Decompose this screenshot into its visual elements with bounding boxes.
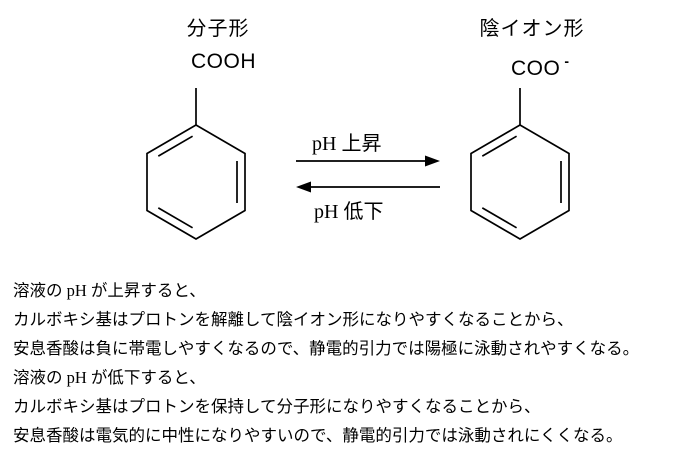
cooh-group-label: COOH (191, 50, 256, 74)
structure-drawing (146, 88, 570, 240)
reverse-arrow (296, 181, 440, 193)
benzene-ring-left (146, 88, 246, 240)
benzene-hexagon-right (470, 124, 570, 240)
double-bond (157, 135, 194, 157)
explanation-text: 溶液の pH が上昇すると、 カルボキシ基はプロトンを解離して陰イオン形になりや… (13, 276, 688, 450)
anion-form-label: 陰イオン形 (479, 18, 585, 40)
explanation-line-1: 溶液の pH が上昇すると、 (13, 281, 206, 300)
benzene-ring-right (470, 88, 570, 240)
forward-arrowhead (425, 155, 440, 167)
reverse-arrowhead (296, 181, 311, 193)
forward-arrow (296, 155, 440, 167)
double-bond (481, 207, 518, 229)
explanation-line-4: 溶液の pH が低下すると、 (13, 368, 206, 387)
explanation-line-2: カルボキシ基はプロトンを解離して陰イオン形になりやすくなることから、 (13, 310, 574, 329)
coo-anion-group-label: COO- (511, 53, 570, 81)
ph-decrease-label: pH 低下 (314, 201, 384, 223)
explanation-line-3: 安息香酸は負に帯電しやすくなるので、静電的引力では陽極に泳動されやすくなる。 (13, 339, 640, 358)
negative-charge-superscript: - (564, 53, 570, 69)
ph-increase-label: pH 上昇 (312, 133, 382, 155)
explanation-line-5: カルボキシ基はプロトンを保持して分子形になりやすくなることから、 (13, 397, 541, 416)
explanation-line-6: 安息香酸は電気的に中性になりやすいので、静電的引力では泳動されにくくなる。 (13, 426, 623, 445)
double-bond (481, 135, 518, 157)
molecular-form-label: 分子形 (186, 18, 250, 40)
benzene-hexagon-left (146, 124, 246, 240)
double-bond (157, 207, 194, 229)
coo-text: COO (511, 57, 561, 80)
cooh-text: COOH (191, 50, 256, 73)
